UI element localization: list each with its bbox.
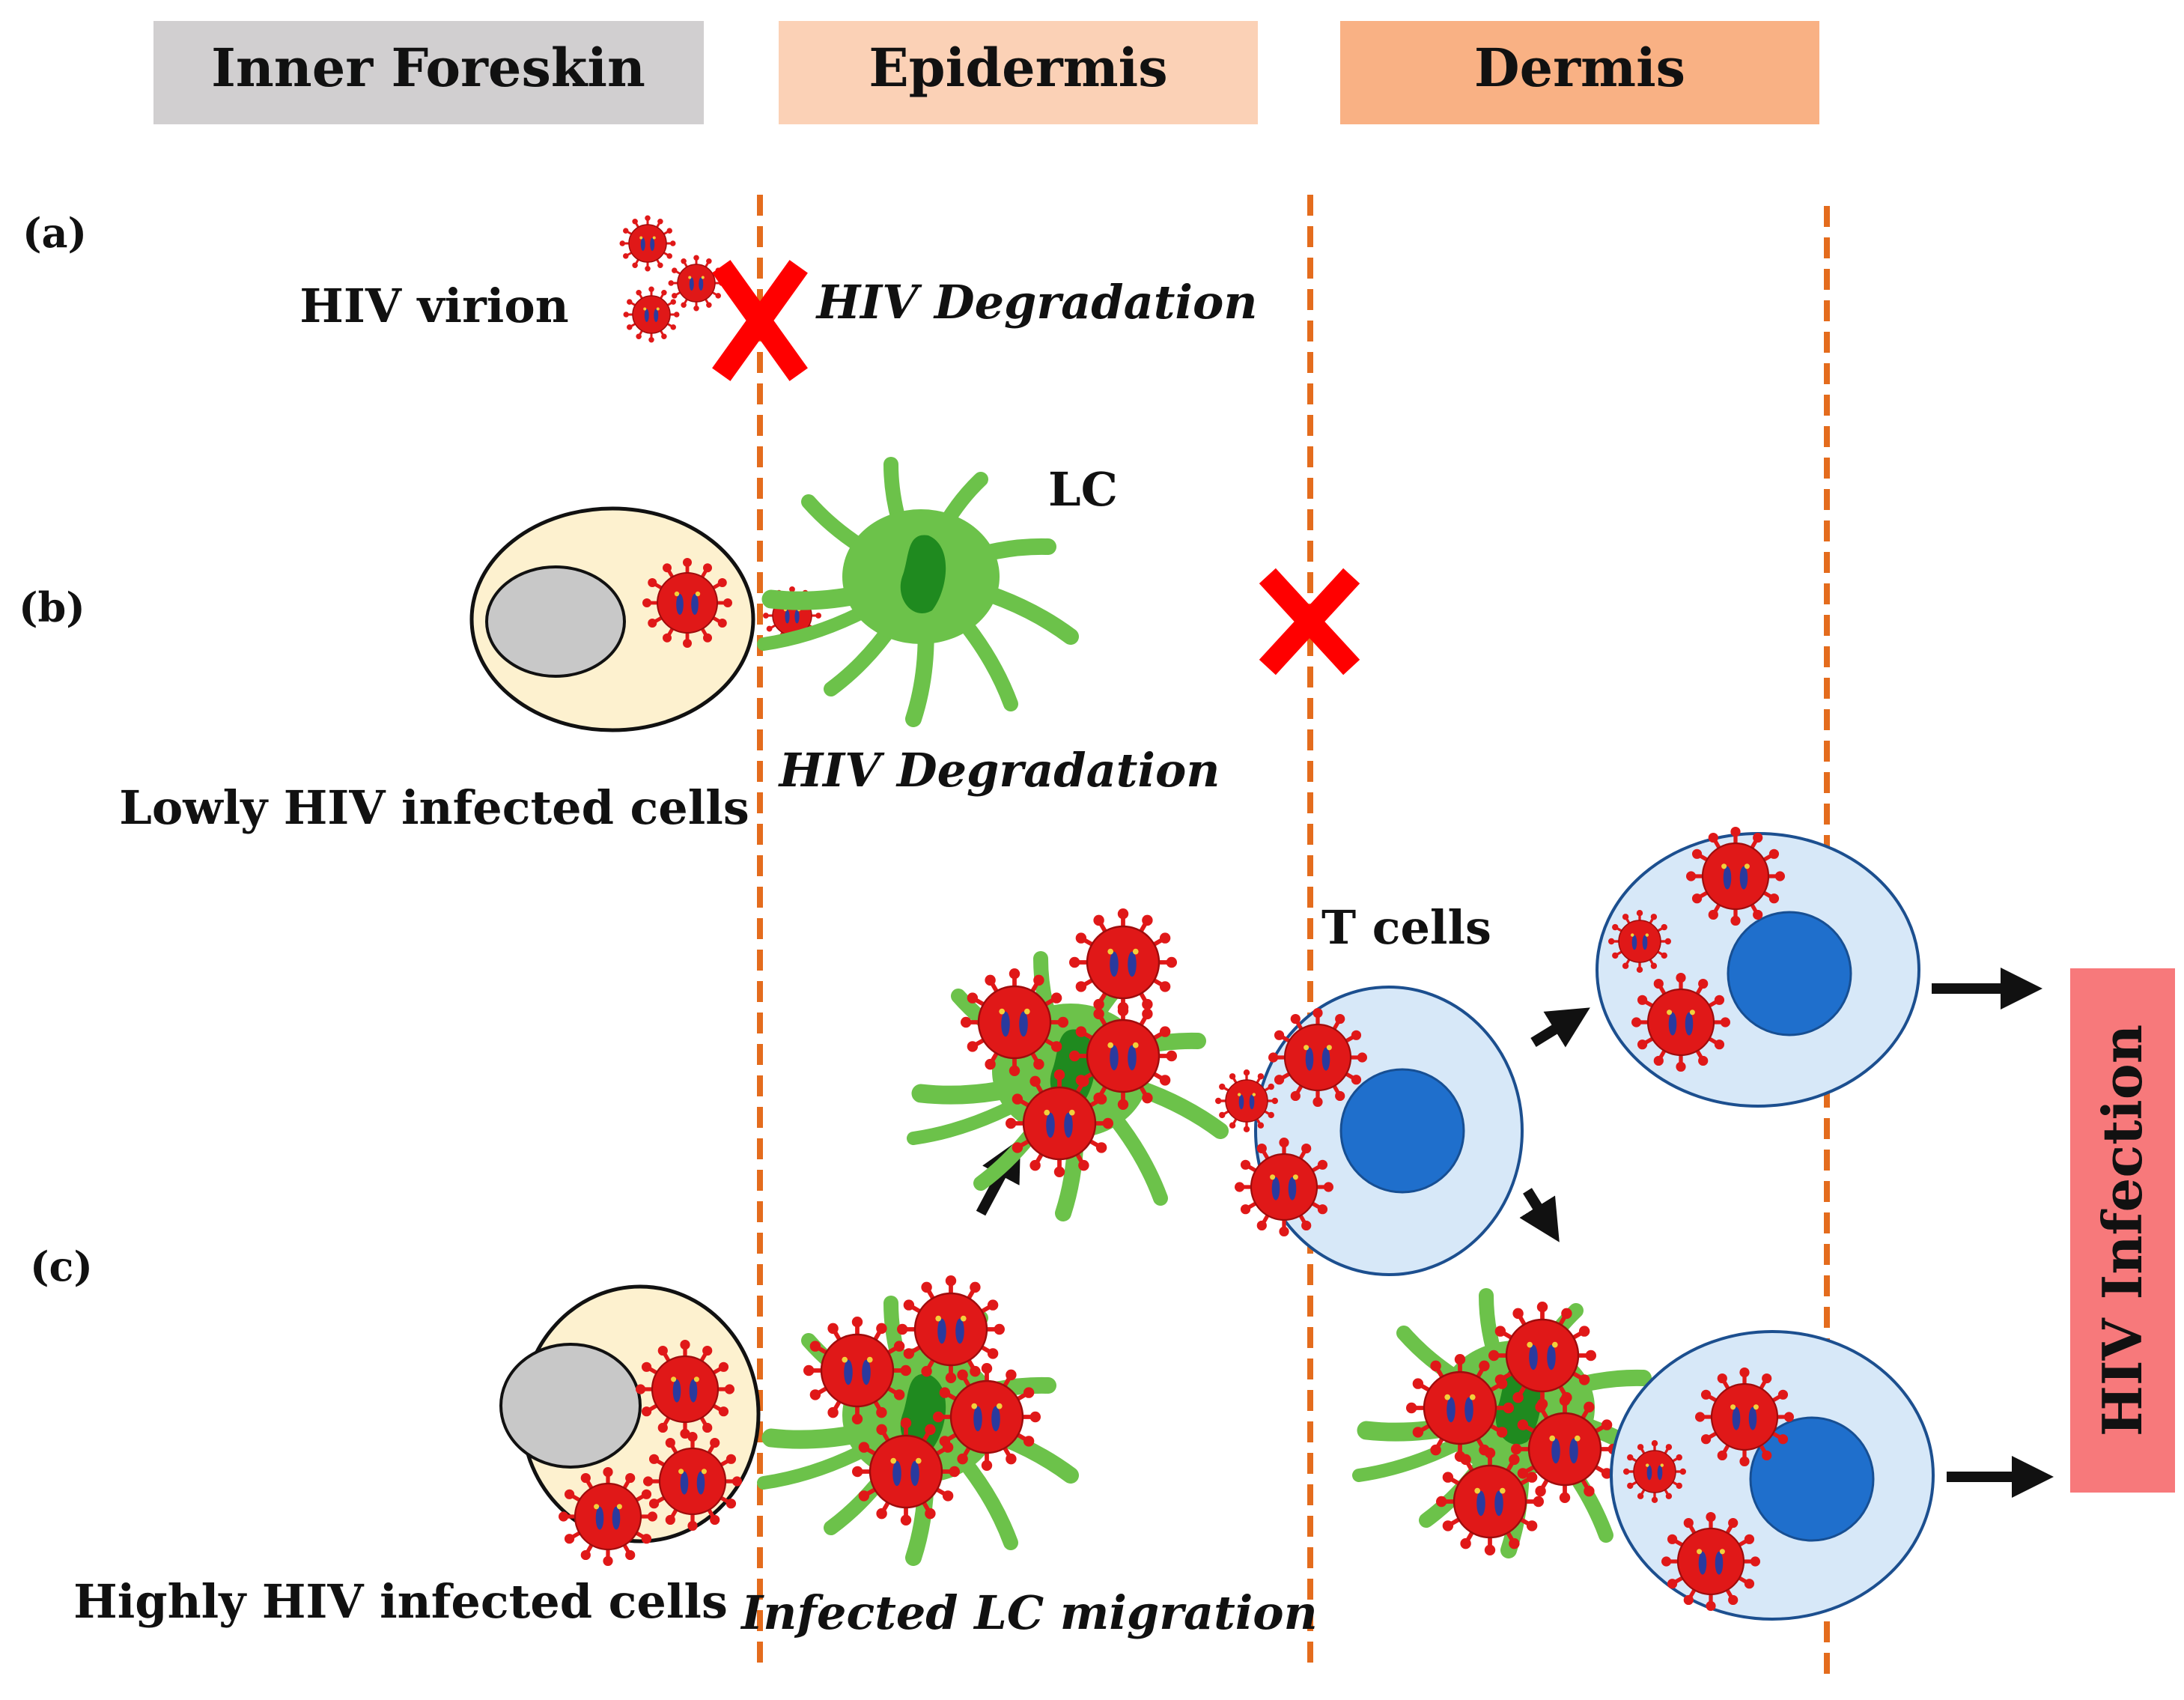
hiv-virion-label: HIV virion bbox=[299, 279, 569, 333]
virion-icon bbox=[1608, 910, 1671, 974]
lowly-infected-cell bbox=[469, 506, 755, 732]
virion-icon bbox=[623, 286, 680, 343]
hiv-infection-box: HIV Infection bbox=[2070, 968, 2175, 1493]
panel-tag-c: (c) bbox=[30, 1242, 93, 1290]
virion-icon bbox=[1268, 1008, 1367, 1107]
virion-icon bbox=[1623, 1440, 1686, 1504]
virion-icon bbox=[643, 1432, 743, 1531]
virion-icon bbox=[961, 968, 1069, 1077]
header-dermis-label: Dermis bbox=[1474, 37, 1685, 99]
header-dermis: Dermis bbox=[1340, 21, 1819, 124]
hiv-degradation-label-b: HIV Degradation bbox=[778, 743, 1220, 798]
virion-icon bbox=[1695, 1367, 1794, 1466]
virion-icon bbox=[636, 1340, 735, 1439]
virion-icon bbox=[897, 1275, 1006, 1384]
header-inner-foreskin-label: Inner Foreskin bbox=[211, 37, 645, 99]
infected-lc-cell bbox=[907, 951, 1229, 1221]
virion-icon bbox=[852, 1418, 961, 1526]
virion-icon bbox=[619, 215, 676, 272]
lowly-infected-cells-label: Lowly HIV infected cells bbox=[119, 780, 749, 835]
cell-nucleus bbox=[499, 1343, 642, 1469]
virion-icon bbox=[1436, 1448, 1544, 1555]
lc-label: LC bbox=[1048, 462, 1118, 517]
virion-icon bbox=[1488, 1302, 1596, 1410]
virion-icon bbox=[1069, 908, 1178, 1017]
virion-icon bbox=[668, 255, 725, 312]
header-epidermis: Epidermis bbox=[779, 21, 1258, 124]
infected-lc-migration-label: Infected LC migration bbox=[740, 1585, 1317, 1640]
block-x-icon bbox=[1259, 568, 1360, 676]
virion-icon bbox=[1006, 1069, 1114, 1178]
lc-cell bbox=[757, 457, 1079, 727]
virion-icon bbox=[1235, 1138, 1333, 1236]
t-cell-nucleus bbox=[1727, 911, 1852, 1036]
t-cells-label: T cells bbox=[1321, 900, 1491, 955]
spread-arrow-icon bbox=[1530, 1007, 1590, 1048]
virion-icon bbox=[1661, 1512, 1760, 1611]
virion-icon bbox=[1631, 973, 1730, 1072]
virion-icon bbox=[1406, 1354, 1515, 1463]
virion-icon bbox=[1215, 1069, 1279, 1133]
hiv-degradation-label-a: HIV Degradation bbox=[815, 275, 1258, 330]
t-cell-nucleus bbox=[1749, 1416, 1875, 1542]
cell-nucleus bbox=[485, 565, 626, 678]
hiv-infection-label: HIV Infection bbox=[2090, 1024, 2154, 1436]
t-cell bbox=[1254, 986, 1524, 1276]
virion-icon bbox=[933, 1363, 1041, 1472]
panel-tag-b: (b) bbox=[19, 583, 85, 631]
virion-icon bbox=[559, 1467, 658, 1566]
virion-icon bbox=[803, 1317, 912, 1425]
virion-icon bbox=[1069, 1002, 1178, 1111]
panel-tag-a: (a) bbox=[22, 209, 87, 257]
header-inner-foreskin: Inner Foreskin bbox=[153, 21, 704, 124]
highly-infected-cells-label: Highly HIV infected cells bbox=[73, 1574, 728, 1629]
virion-icon bbox=[1511, 1395, 1619, 1504]
spread-arrow-icon bbox=[1519, 1188, 1560, 1242]
virion-icon bbox=[642, 558, 732, 648]
header-epidermis-label: Epidermis bbox=[869, 37, 1167, 99]
block-x-icon bbox=[712, 260, 808, 381]
virion-icon bbox=[1686, 827, 1785, 926]
t-cell-nucleus bbox=[1339, 1068, 1465, 1194]
